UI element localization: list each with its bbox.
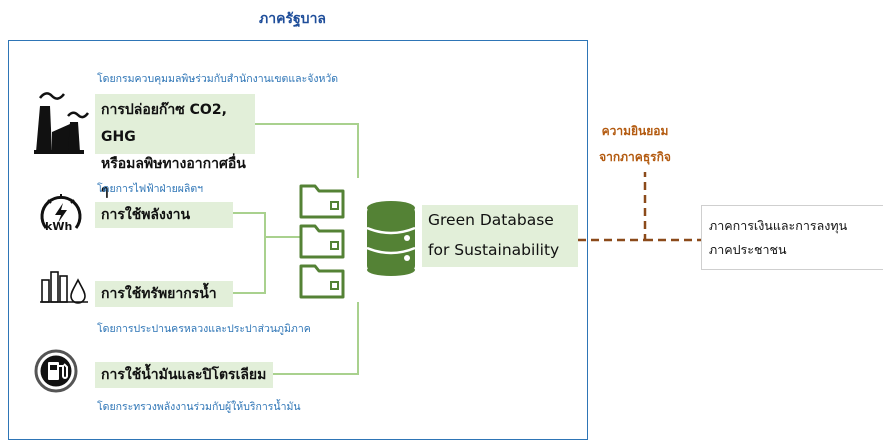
connector-water <box>233 237 266 294</box>
green-database-line1: Green Database <box>428 211 554 229</box>
water-usage-icon <box>40 268 88 308</box>
connector-fuel <box>273 302 359 375</box>
source-note-emissions: โดยกรมควบคุมมลพิษร่วมกับสำนักงานเขตและจั… <box>97 73 339 85</box>
database-icon <box>364 200 418 280</box>
label-emissions: การปล่อยก๊าซ CO2, GHG หรือมลพิษทางอากาศอ… <box>95 94 255 199</box>
connector-energy <box>233 212 300 238</box>
finance-line2: ภาคประชาชน <box>709 242 787 257</box>
folder-icon <box>298 180 348 224</box>
green-database-label: Green Database for Sustainability <box>422 205 578 267</box>
connector-emissions <box>255 123 359 178</box>
fuel-pump-icon <box>33 348 79 398</box>
kwh-meter-icon: kWh <box>38 190 84 240</box>
folder-icon <box>298 260 348 304</box>
source-note-water: โดยการประปานครหลวงและประปาส่วนภูมิภาค <box>97 323 311 335</box>
source-note-energy: โดยการไฟฟ้าฝ่ายผลิตฯ <box>97 183 204 195</box>
label-fuel: การใช้น้ำมันและปิโตรเลียม <box>95 362 273 388</box>
kwh-text: kWh <box>45 220 73 233</box>
label-energy: การใช้พลังงาน <box>95 202 233 228</box>
consent-line1: ความยินยอม <box>601 124 669 138</box>
label-water: การใช้ทรัพยากรน้ำ <box>95 281 233 307</box>
consent-dashed-link <box>578 172 701 242</box>
label-emissions-line1: การปล่อยก๊าซ CO2, GHG <box>101 102 227 145</box>
government-title: ภาครัฐบาล <box>258 11 327 27</box>
consent-line2: จากภาคธุรกิจ <box>599 150 671 164</box>
business-consent-label: ความยินยอม จากภาคธุรกิจ <box>585 118 685 170</box>
factory-icon <box>30 86 90 160</box>
finance-sector-box: ภาคการเงินและการลงทุน ภาคประชาชน <box>701 205 883 270</box>
label-emissions-line2: หรือมลพิษทางอากาศอื่น ๆ <box>101 156 246 199</box>
source-note-fuel: โดยกระทรวงพลังงานร่วมกับผู้ให้บริการน้ำม… <box>97 401 301 413</box>
folder-icon <box>298 220 348 264</box>
green-database-line2: for Sustainability <box>428 241 560 259</box>
finance-line1: ภาคการเงินและการลงทุน <box>709 218 848 233</box>
connector-lines <box>233 123 701 375</box>
